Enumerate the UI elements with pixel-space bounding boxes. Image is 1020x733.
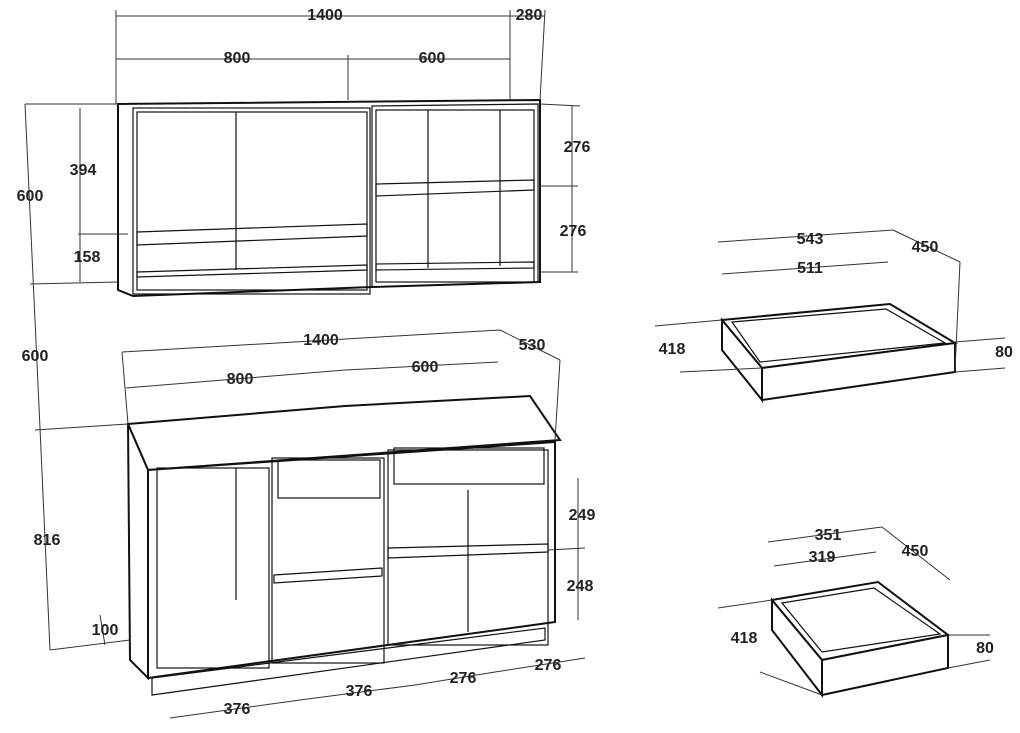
upper-height: 600 [17, 188, 44, 205]
drawer-small-inner-width: 319 [809, 549, 836, 566]
upper-left-upper-space: 394 [70, 162, 97, 179]
upper-left-width: 800 [224, 50, 251, 67]
lower-depth: 530 [519, 337, 546, 354]
gap-height: 600 [22, 348, 49, 365]
dimension-lines [24, 9, 1006, 719]
lower-total-width: 1400 [303, 332, 339, 349]
drawer-small-height: 80 [976, 640, 994, 657]
drawer-large-side: 418 [659, 341, 686, 358]
drawer-small [770, 580, 951, 698]
lower-cabinet [126, 394, 562, 696]
drawer-large-outer-width: 543 [797, 231, 824, 248]
drawer-small-outer-width: 351 [815, 527, 842, 544]
drawer-large-height: 80 [995, 344, 1013, 361]
upper-total-width: 1400 [307, 7, 343, 24]
lower-right-upper-space: 249 [569, 507, 596, 524]
upper-depth: 280 [516, 7, 543, 24]
bottom-width-1: 376 [224, 701, 251, 718]
drawer-small-depth: 450 [902, 543, 929, 560]
upper-right-lower-space: 276 [560, 223, 587, 240]
drawer-large-inner-width: 511 [797, 260, 823, 277]
lower-height: 816 [34, 532, 61, 549]
lower-left-width: 800 [227, 371, 254, 388]
drawer-large [720, 302, 958, 403]
upper-left-lower-space: 158 [74, 249, 101, 266]
bottom-width-2: 376 [346, 683, 373, 700]
drawer-small-side: 418 [731, 630, 758, 647]
upper-cabinet [117, 98, 541, 298]
upper-right-width: 600 [419, 50, 446, 67]
bottom-width-3: 276 [450, 670, 477, 687]
lower-right-width: 600 [412, 359, 439, 376]
lower-plinth: 100 [92, 622, 119, 639]
drawer-large-depth: 450 [912, 239, 939, 256]
lower-right-lower-space: 248 [567, 578, 594, 595]
upper-right-upper-space: 276 [564, 139, 591, 156]
bottom-width-4: 276 [535, 657, 562, 674]
